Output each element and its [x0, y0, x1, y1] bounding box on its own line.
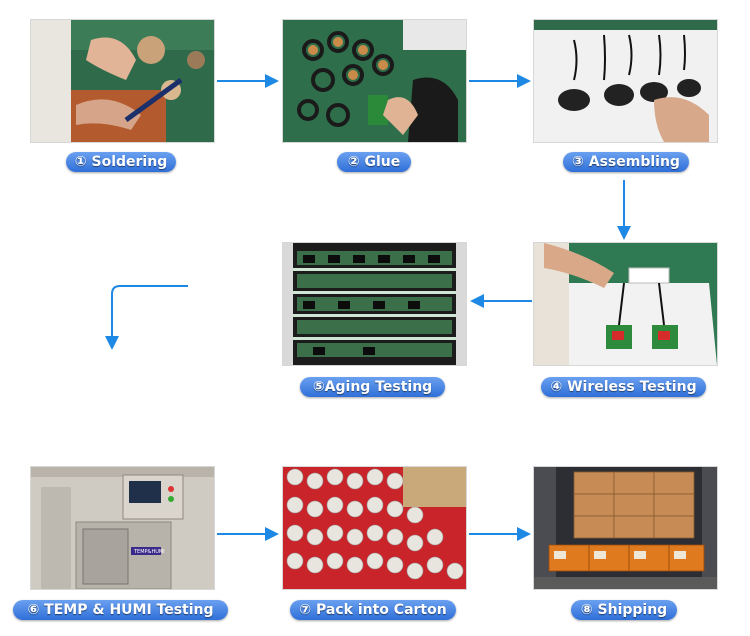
step-1-label: ① Soldering	[66, 152, 176, 172]
aging-rack-photo	[283, 243, 466, 365]
step-6-label: ⑥ TEMP & HUMI Testing	[13, 600, 228, 620]
step-2-photo	[283, 20, 466, 142]
step-3-label: ③ Assembling	[563, 152, 689, 172]
shipping-container-photo	[534, 467, 717, 589]
step-5-label: ⑤Aging Testing	[300, 377, 445, 397]
arrow-right-7-8	[469, 526, 531, 542]
step-3-photo	[534, 20, 717, 142]
step-8-photo	[534, 467, 717, 589]
carton-packing-photo	[283, 467, 466, 589]
step-1-photo	[31, 20, 214, 142]
arrow-left-4-5	[470, 293, 532, 309]
arrow-right-6-7	[217, 526, 279, 542]
soldering-photo	[31, 20, 214, 142]
step-4-photo	[534, 243, 717, 365]
machine-panel-text: TEMP&HUMI	[133, 549, 165, 555]
step-7-label: ⑦ Pack into Carton	[290, 600, 456, 620]
arrow-down-3-4	[616, 180, 632, 240]
temp-humi-chamber-photo: TEMP&HUMI	[31, 467, 214, 589]
step-7-photo	[283, 467, 466, 589]
glue-photo	[283, 20, 466, 142]
step-8-label: ⑧ Shipping	[571, 600, 677, 620]
arrow-right-2-3	[469, 73, 531, 89]
step-5-photo	[283, 243, 466, 365]
arrow-elbow-5-6	[104, 283, 190, 351]
step-4-label: ④ Wireless Testing	[541, 377, 706, 397]
arrow-right-1-2	[217, 73, 279, 89]
wireless-test-photo	[534, 243, 717, 365]
assembling-photo	[534, 20, 717, 142]
step-6-photo: TEMP&HUMI	[31, 467, 214, 589]
step-2-label: ② Glue	[337, 152, 411, 172]
